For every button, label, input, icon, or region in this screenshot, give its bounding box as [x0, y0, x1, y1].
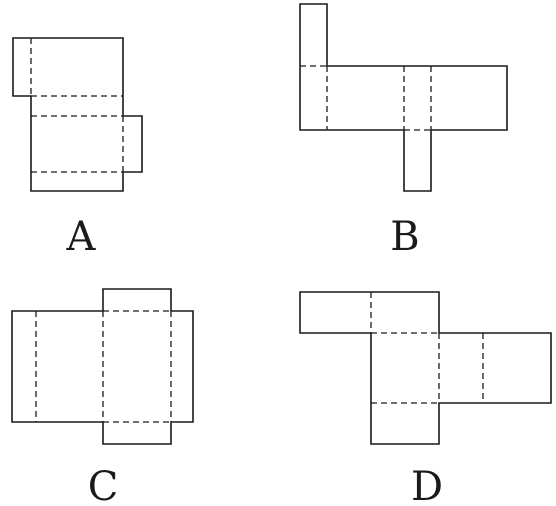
- label-a: A: [66, 214, 97, 260]
- net-b: [299, 3, 508, 192]
- label-b: B: [390, 214, 419, 260]
- net-a: [12, 37, 143, 192]
- label-c: C: [88, 464, 119, 506]
- net-c: [11, 288, 194, 445]
- label-d: D: [411, 464, 443, 506]
- net-d: [299, 291, 552, 445]
